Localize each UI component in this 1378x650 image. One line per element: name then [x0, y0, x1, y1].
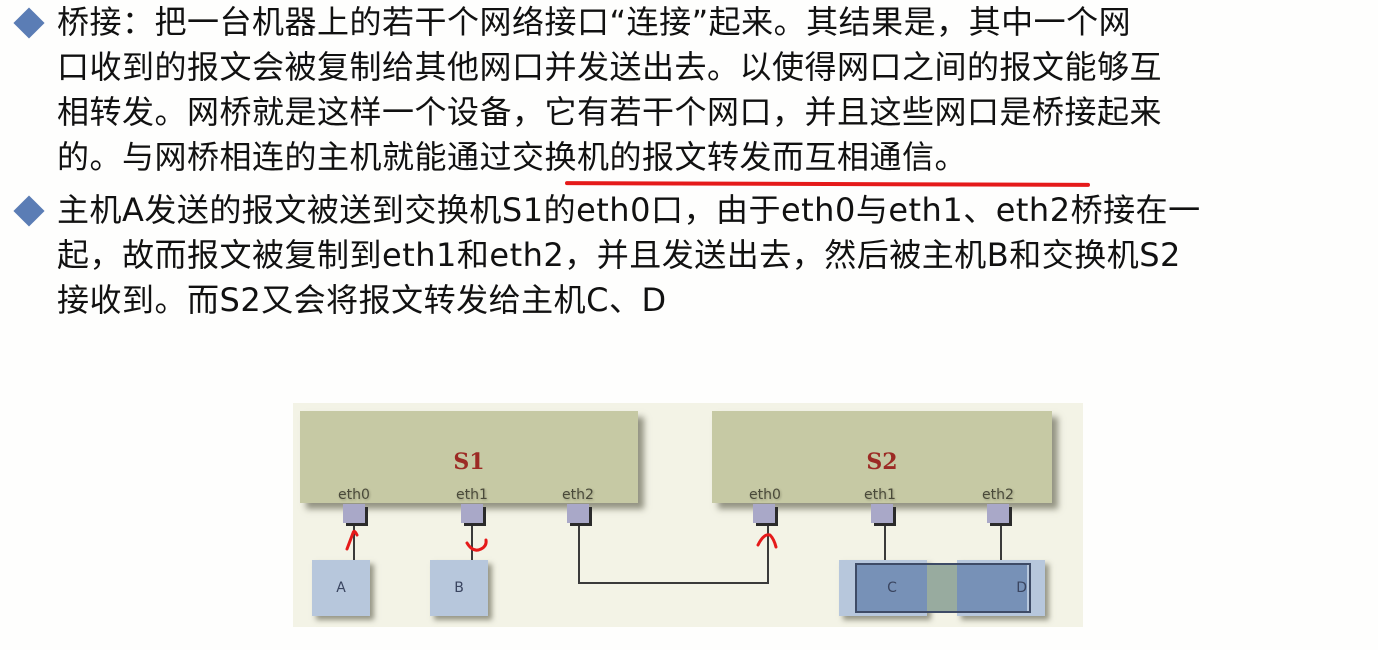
text-line: 口收到的报文会被复制给其他网口并发送出去。以使得网口之间的报文能够互: [57, 48, 1163, 86]
port-s2-eth0: [753, 504, 775, 523]
red-arrow-up-icon: [345, 529, 359, 551]
link-s1eth2-s2eth0: [578, 521, 580, 583]
port-label: eth2: [562, 487, 594, 503]
link-s1eth2-s2eth0: [578, 582, 768, 584]
switch-label: S2: [866, 449, 898, 475]
red-arrow-up-icon: [756, 533, 778, 549]
text-line: 桥接：把一台机器上的若干个网络接口“连接”起来。其结果是，其中一个网: [57, 3, 1132, 41]
switch-s1: S1 eth0 eth1 eth2: [300, 411, 638, 503]
link-s1eth0-a: [353, 521, 355, 571]
port-label: eth1: [456, 487, 488, 503]
link-s1eth1-b: [471, 521, 473, 571]
port-label: eth2: [982, 487, 1014, 503]
switch-label: S1: [453, 449, 485, 475]
red-underline-annotation: [564, 181, 1091, 187]
text-line: 相转发。网桥就是这样一个设备，它有若干个网口，并且这些网口是桥接起来: [57, 93, 1163, 131]
diamond-bullet-icon: [13, 195, 45, 227]
text-line: 接收到。而S2又会将报文转发给主机C、D: [57, 281, 667, 319]
diamond-bullet-icon: [13, 7, 45, 39]
port-s1-eth0: [343, 504, 365, 523]
host-a: A: [312, 560, 370, 616]
text-line: 的。与网桥相连的主机就能通过交换机的报文转发而互相通信。: [57, 138, 968, 176]
host-group-frame: [855, 563, 1031, 613]
port-label: eth0: [749, 487, 781, 503]
bridge-topology-diagram: S1 eth0 eth1 eth2 S2 eth0 eth1 eth2 A B …: [293, 403, 1083, 627]
port-label: eth0: [338, 487, 370, 503]
red-arrow-down-icon: [465, 538, 488, 552]
link-s2eth1-c: [884, 521, 886, 571]
host-c: C: [857, 565, 927, 611]
host-b: B: [430, 560, 488, 616]
port-s2-eth2: [987, 504, 1009, 523]
paragraph-packet-flow-example: 主机A发送的报文被送到交换机S1的eth0口，由于eth0与eth1、eth2桥…: [57, 188, 1201, 323]
port-s1-eth2: [567, 504, 589, 523]
switch-s2: S2 eth0 eth1 eth2: [712, 411, 1052, 503]
text-line: 主机A发送的报文被送到交换机S1的eth0口，由于eth0与eth1、eth2桥…: [57, 191, 1201, 229]
host-overlap-band: [925, 565, 959, 611]
port-label: eth1: [864, 487, 896, 503]
host-d: D: [957, 565, 1027, 611]
port-s1-eth1: [461, 504, 483, 523]
port-s2-eth1: [871, 504, 893, 523]
text-line: 起，故而报文被复制到eth1和eth2，并且发送出去，然后被主机B和交换机S2: [57, 236, 1181, 274]
link-s1eth2-s2eth0: [767, 521, 769, 584]
link-s2eth2-d: [1000, 521, 1002, 571]
paragraph-bridging-definition: 桥接：把一台机器上的若干个网络接口“连接”起来。其结果是，其中一个网 口收到的报…: [57, 0, 1162, 180]
